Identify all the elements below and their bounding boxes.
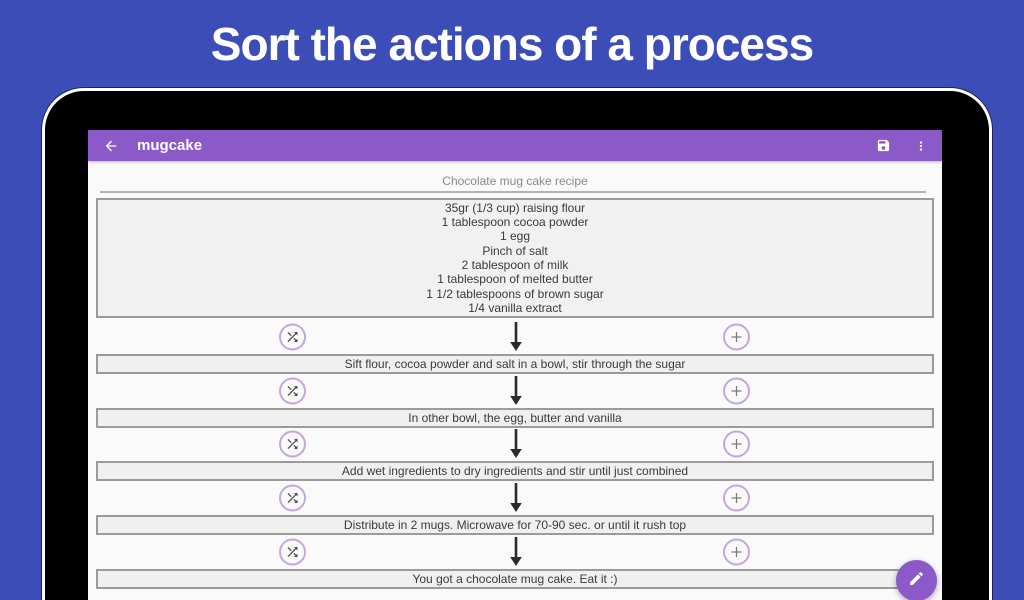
action-row [88, 536, 942, 568]
ingredient-line: 35gr (1/3 cup) raising flour [444, 200, 586, 215]
down-arrow-icon [509, 429, 523, 464]
plus-icon[interactable] [723, 430, 750, 458]
shuffle-icon[interactable] [279, 484, 306, 512]
step-text: Add wet ingredients to dry ingredients a… [341, 464, 689, 478]
shuffle-icon[interactable] [279, 430, 306, 458]
shuffle-icon[interactable] [279, 377, 306, 405]
down-arrow-icon [509, 376, 523, 411]
action-row [88, 428, 942, 460]
edit-pencil-icon [908, 570, 925, 592]
banner: Sort the actions of a process [0, 0, 1024, 88]
edit-fab[interactable] [896, 560, 937, 600]
ingredient-line: Pinch of salt [482, 243, 548, 258]
ingredients-box[interactable]: 35gr (1/3 cup) raising flour 1 tablespoo… [96, 198, 934, 318]
step-text: Distribute in 2 mugs. Microwave for 70-9… [343, 518, 687, 532]
title-divider [100, 191, 926, 193]
down-arrow-icon [509, 483, 523, 518]
plus-icon[interactable] [723, 484, 750, 512]
step-box[interactable]: Distribute in 2 mugs. Microwave for 70-9… [96, 515, 934, 535]
step-box[interactable]: You got a chocolate mug cake. Eat it :) [96, 569, 934, 589]
save-floppy-icon[interactable] [870, 133, 896, 159]
down-arrow-icon [509, 322, 523, 357]
process-title: Chocolate mug cake recipe [442, 174, 588, 188]
step-box[interactable]: In other bowl, the egg, butter and vanil… [96, 408, 934, 428]
plus-icon[interactable] [723, 377, 750, 405]
ingredient-line: 1/4 vanilla extract [468, 300, 562, 315]
down-arrow-icon [509, 537, 523, 572]
app-bar: mugcake [88, 130, 942, 161]
app-bar-title: mugcake [137, 137, 203, 154]
action-row [88, 375, 942, 407]
more-vertical-icon[interactable] [908, 133, 934, 159]
action-row [88, 482, 942, 514]
ingredient-line: 1 egg [499, 229, 531, 244]
shuffle-icon[interactable] [279, 323, 306, 351]
step-text: In other bowl, the egg, butter and vanil… [408, 411, 622, 425]
plus-icon[interactable] [723, 323, 750, 351]
banner-title: Sort the actions of a process [210, 18, 814, 70]
plus-icon[interactable] [723, 538, 750, 566]
ingredient-line: 1 tablespoon cocoa powder [441, 215, 589, 230]
app-screen: mugcake Chocolate mug cake recipe 35gr (… [88, 130, 942, 600]
step-text: You got a chocolate mug cake. Eat it :) [412, 572, 618, 586]
ingredient-line: 1 tablespoon of melted butter [437, 272, 593, 287]
ingredient-line: 2 tablespoon of milk [461, 258, 569, 272]
ingredient-line: 1 1/2 tablespoons of brown sugar [426, 286, 604, 301]
step-text: Sift flour, cocoa powder and salt in a b… [344, 357, 686, 371]
back-arrow-icon[interactable] [101, 136, 121, 156]
step-box[interactable]: Add wet ingredients to dry ingredients a… [96, 461, 934, 481]
action-row [88, 321, 942, 353]
shuffle-icon[interactable] [279, 538, 306, 566]
step-box[interactable]: Sift flour, cocoa powder and salt in a b… [96, 354, 934, 374]
